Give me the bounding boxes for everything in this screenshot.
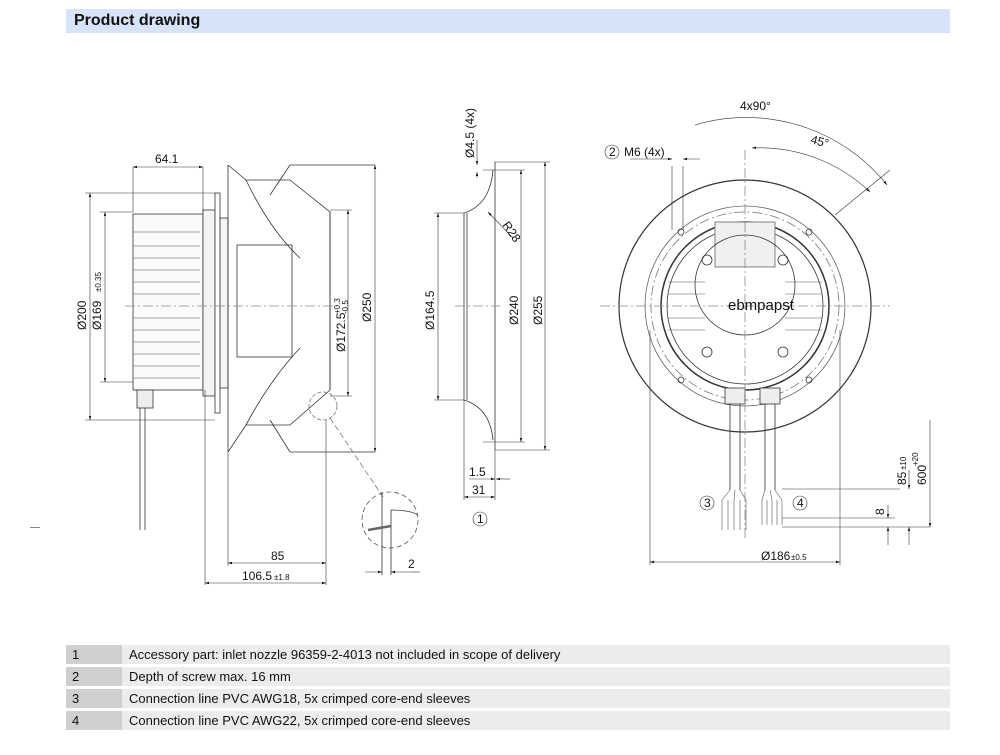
dim-impeller-diameter: Ø250 (360, 292, 374, 322)
front-view (600, 150, 890, 540)
callout-3: 3 (704, 496, 711, 510)
note-number: 2 (66, 667, 122, 686)
dim-detail-gap: 2 (408, 557, 415, 571)
callout-1: 1 (477, 512, 484, 526)
dim-radius: R28 (500, 219, 524, 245)
nozzle-view (455, 162, 500, 450)
motor-housing (132, 213, 204, 391)
dim-depth: 31 (472, 483, 486, 497)
dim-thickness: 1.5 (469, 465, 486, 479)
table-row: 1 Accessory part: inlet nozzle 96359-2-4… (66, 645, 950, 664)
dim-cable-strip-tol: ±10 (899, 456, 908, 470)
note-text: Connection line PVC AWG18, 5x crimped co… (122, 689, 950, 708)
callout-4: 4 (797, 496, 804, 510)
technical-drawing: 64.1 Ø200 Ø169 ±0.35 Ø172.5 +0.3 -0.5 Ø2… (75, 99, 932, 585)
section-header: Product drawing (66, 9, 950, 33)
dim-sleeve: 8 (873, 508, 887, 515)
dim-length-total-tol: ±1.8 (274, 573, 290, 582)
note-text: Accessory part: inlet nozzle 96359-2-401… (122, 645, 950, 664)
note-number: 1 (66, 645, 122, 664)
dim-inlet-diameter: Ø172.5 (334, 312, 348, 352)
dim-bolt-circle: Ø186 (761, 549, 791, 563)
dim-cable-length-tol: +20 (911, 452, 920, 466)
note-text: Depth of screw max. 16 mm (122, 667, 950, 686)
dim-hole: Ø4.5 (4x) (463, 108, 477, 158)
side-view-dimensions (85, 165, 420, 585)
cooling-fins (133, 231, 200, 379)
callout-2: 2 (609, 145, 616, 159)
nozzle-labels: Ø4.5 (4x) R28 Ø164.5 Ø240 Ø255 1.5 31 1 (423, 108, 545, 526)
dim-cable-length: 600 (915, 465, 929, 485)
dim-inlet-tol-upper: +0.3 (333, 298, 342, 314)
dim-nozzle-outer: Ø255 (531, 295, 545, 325)
dim-length-total: 106.5 (242, 569, 272, 583)
note-text: Connection line PVC AWG22, 5x crimped co… (122, 711, 950, 730)
note-number: 3 (66, 689, 122, 708)
brand-logo: ebmpapst (728, 297, 795, 314)
dim-length-85: 85 (271, 549, 285, 563)
dim-thread: M6 (4x) (624, 145, 665, 159)
nozzle-dimensions (434, 140, 550, 527)
table-row: 3 Connection line PVC AWG18, 5x crimped … (66, 689, 950, 708)
dim-cable-strip: 85 (895, 471, 909, 485)
dim-motor-depth: 64.1 (155, 152, 179, 166)
dim-angle-offset: 45° (809, 132, 830, 150)
dim-mount-diameter: Ø169 (90, 300, 104, 330)
notes-table: 1 Accessory part: inlet nozzle 96359-2-4… (66, 642, 950, 733)
table-row: 2 Depth of screw max. 16 mm (66, 667, 950, 686)
side-view-labels: 64.1 Ø200 Ø169 ±0.35 Ø172.5 +0.3 -0.5 Ø2… (75, 152, 415, 583)
front-view-dimensions (604, 117, 932, 565)
table-row: 4 Connection line PVC AWG22, 5x crimped … (66, 711, 950, 730)
note-number: 4 (66, 711, 122, 730)
dim-outer-diameter: Ø200 (75, 300, 89, 330)
wire-ends (721, 489, 783, 530)
dim-nozzle-inner: Ø164.5 (423, 290, 437, 330)
dim-inlet-tol-lower: -0.5 (341, 300, 350, 314)
dim-angle-spacing: 4x90° (740, 99, 771, 113)
side-view (125, 164, 419, 575)
dim-nozzle-bolt: Ø240 (507, 295, 521, 325)
section-title: Product drawing (74, 12, 201, 29)
front-view-labels: 4x90° 45° 2 M6 (4x) ebmpapst Ø186 ±0.5 8… (609, 99, 929, 563)
stray-mark (30, 527, 40, 528)
dim-bolt-circle-tol: ±0.5 (791, 553, 807, 562)
dim-mount-tolerance: ±0.35 (94, 271, 103, 292)
